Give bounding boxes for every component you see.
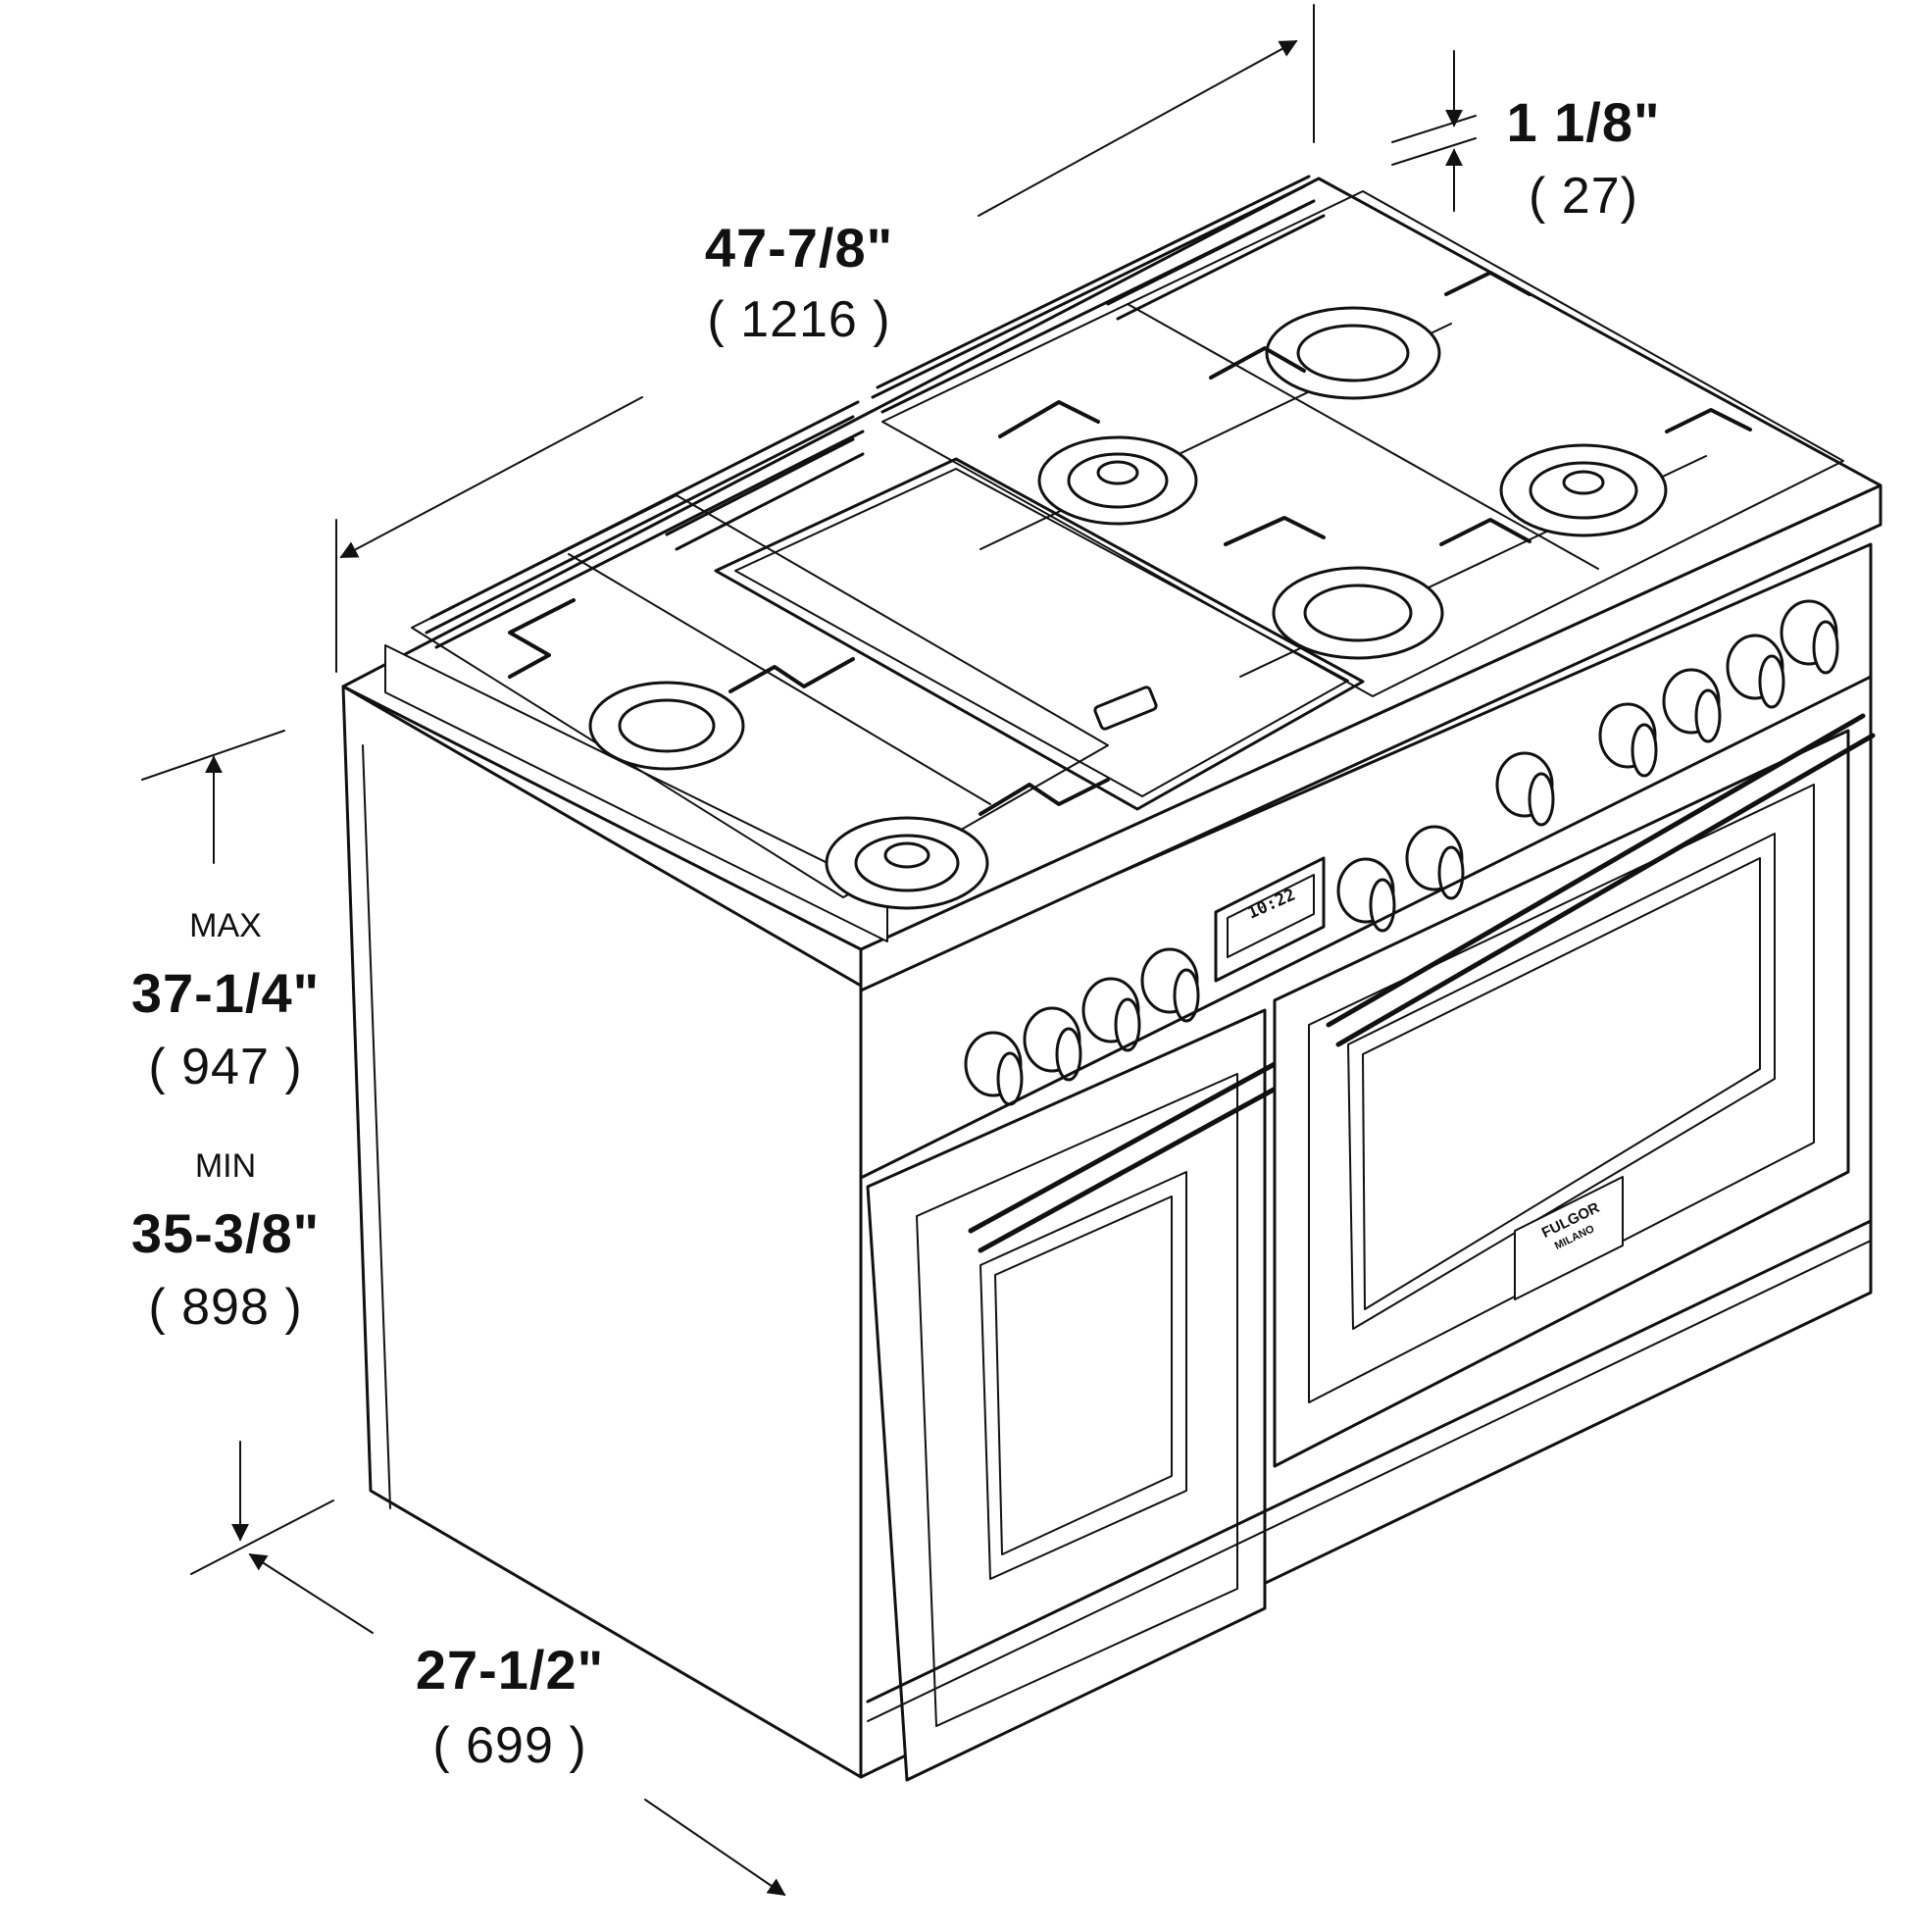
control-knobs (964, 599, 1839, 1106)
height-max-mm: ( 947 ) (148, 1039, 303, 1095)
depth-inches: 27-1/2" (415, 1639, 605, 1701)
height-min-inches: 35-3/8" (130, 1202, 321, 1264)
kick-plate (866, 1219, 1873, 1722)
dimension-lines (141, 4, 1477, 1897)
height-min-tag: MIN (194, 1147, 257, 1185)
burners (411, 190, 1844, 910)
depth-mm: ( 699 ) (432, 1717, 587, 1774)
height-min-mm: ( 898 ) (148, 1279, 303, 1336)
griddle (714, 457, 1365, 811)
width-mm: ( 1216 ) (707, 291, 891, 348)
control-panel-edge (861, 675, 1873, 1179)
height-max-inches: 37-1/4" (130, 962, 321, 1024)
clock-display (1214, 856, 1326, 983)
height-max-tag: MAX (189, 907, 262, 944)
vent-slots (425, 175, 1326, 649)
width-inches: 47-7/8" (704, 217, 894, 279)
right-oven-door (1273, 713, 1876, 1468)
top-edge-inches: 1 1/8" (1506, 91, 1661, 153)
top-edge-mm: ( 27) (1529, 168, 1638, 225)
